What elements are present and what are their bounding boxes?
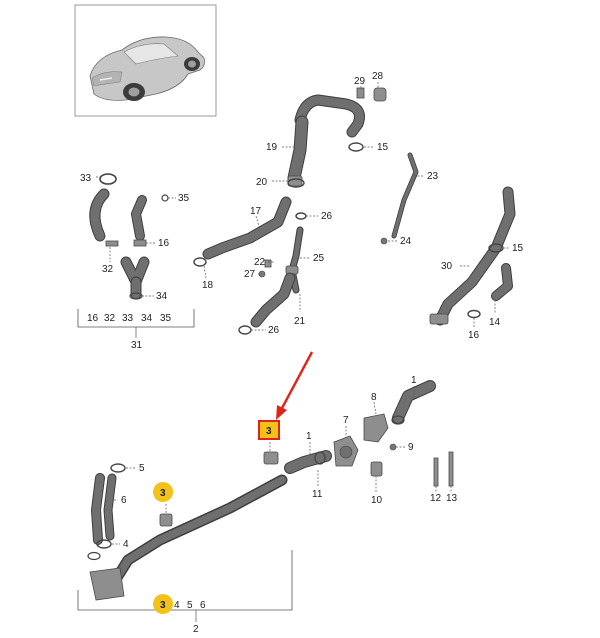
group-2-item: 6 [200,600,206,611]
clamp-16-right [467,309,481,319]
group-2-bracket [77,550,293,622]
group-2-item: 4 [174,600,180,611]
clamp-18 [193,257,207,267]
callout-17: 17 [250,206,262,217]
callout-11: 11 [312,489,323,500]
callout-13: 13 [446,493,458,504]
callout-26-bottom: 26 [268,325,280,336]
callout-19: 19 [266,142,278,153]
callout-10: 10 [371,495,383,506]
callout-23: 23 [427,171,439,182]
clamp-16-left [133,239,147,247]
part-28 [373,87,387,102]
highlight-arrow [276,351,314,420]
part-10 [370,461,383,477]
clamp-26-top [295,212,307,220]
part-29 [356,87,365,99]
callout-15-top: 15 [377,142,389,153]
hose-21 [250,272,296,328]
callout-15-right: 15 [512,243,524,254]
clamp-26-bottom [238,325,252,335]
callout-27: 27 [244,269,256,280]
callout-25: 25 [313,253,325,264]
group-31-item: 16 [87,313,99,324]
clamp-5 [110,463,126,473]
group-31-item: 32 [104,313,116,324]
callout-35: 35 [178,193,190,204]
sensor-3-top [263,451,279,465]
leader-lines [96,82,510,545]
hose-30 [429,186,516,326]
group-2-item: 5 [187,600,193,611]
hose-1-top [391,380,436,425]
callout-26-top: 26 [321,211,333,222]
callout-8: 8 [371,392,377,403]
callout-33: 33 [80,173,92,184]
clamp-4 [87,539,112,561]
callout-22: 22 [254,257,266,268]
callout-16-left: 16 [158,238,170,249]
pipe-2-main [112,474,288,582]
y-pipe-34 [120,256,150,300]
hose-19 [287,94,365,187]
hose-32 [89,188,119,247]
callout-28: 28 [372,71,384,82]
group-31-labels: 16 32 33 34 35 31 [87,313,172,351]
callout-7: 7 [343,415,349,426]
clamp-20 [287,178,305,188]
callout-3-mid: 3 [160,488,166,499]
callout-9: 9 [408,442,414,453]
callout-32: 32 [102,264,114,275]
callout-6: 6 [121,495,127,506]
callout-labels: 28 29 19 15 20 23 33 35 16 32 34 17 26 2… [80,71,524,550]
rods-12-13 [433,451,454,487]
group-31-bracket [77,309,195,338]
vehicle-thumbnail [74,4,217,117]
callout-21: 21 [294,316,306,327]
pipe-2-connector [89,567,125,601]
callout-1-top: 1 [411,375,417,386]
clamp-15-top [348,142,364,152]
callout-1-mid: 1 [306,431,312,442]
highlight-marks [153,420,280,614]
pipe-23 [380,152,419,245]
callout-29: 29 [354,76,366,87]
group-31-label: 31 [131,340,143,351]
callout-30: 30 [441,261,453,272]
callout-16-right: 16 [468,330,480,341]
hose-14 [491,263,513,301]
group-2-label: 2 [193,624,199,635]
bracket-8 [363,413,389,443]
callout-20: 20 [256,177,268,188]
group-2-labels: 3 4 5 6 2 [160,600,206,635]
thermostat-7 [333,435,359,467]
clamp-33 [99,173,117,185]
group-31-item: 34 [141,313,153,324]
callout-3-highlighted: 3 [266,426,272,437]
hose-6 [91,473,117,545]
hose-17 [202,196,292,260]
callout-12: 12 [430,493,442,504]
callout-14: 14 [489,317,501,328]
group-31-item: 35 [160,313,172,324]
callout-4: 4 [123,539,129,550]
hose-35 [131,194,169,241]
callout-5: 5 [139,463,145,474]
sensor-3-mid [159,513,173,527]
hose-1-mid [284,450,332,474]
callout-34: 34 [156,291,168,302]
group-2-item-highlighted: 3 [160,600,166,611]
callout-24: 24 [400,236,412,247]
group-31-item: 33 [122,313,134,324]
callout-18: 18 [202,280,214,291]
part-9 [389,443,397,451]
